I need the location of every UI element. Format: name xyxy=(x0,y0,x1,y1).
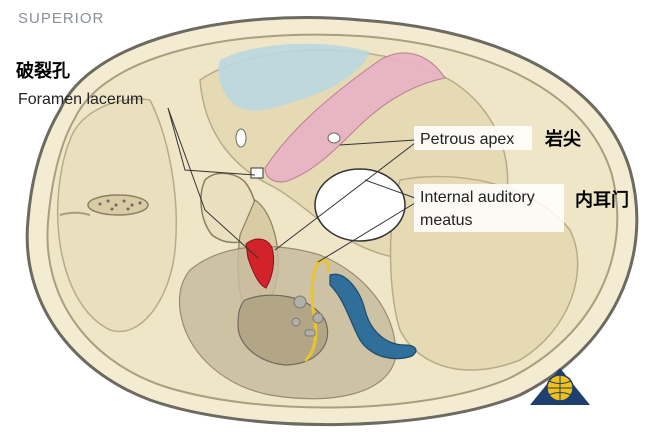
sinus-blue-region xyxy=(218,43,370,111)
leader-lines xyxy=(167,107,416,263)
foramen-small-2 xyxy=(327,132,341,144)
frontal-sinus-midline xyxy=(59,211,91,216)
label-iam-bg xyxy=(414,184,564,232)
petrous-pink-region xyxy=(264,52,446,183)
leader-iam-1 xyxy=(364,179,416,199)
label-iam-en-line2: meatus xyxy=(420,212,472,229)
globe-logo-icon xyxy=(530,368,590,405)
leader-petrous-apex-1 xyxy=(339,139,416,146)
leader-foramen-lacerum-1 xyxy=(167,107,256,176)
leader-iam-2 xyxy=(317,202,416,263)
label-iam-cn: 内耳门 xyxy=(575,189,629,211)
temporal-bone-structures xyxy=(291,295,324,337)
leader-foramen-lacerum-2 xyxy=(167,107,259,259)
cribriform-plate xyxy=(87,194,149,216)
sigmoid-sinus xyxy=(329,273,417,360)
label-petrous-apex-cn: 岩尖 xyxy=(544,128,581,150)
foramen-lacerum-red xyxy=(245,238,275,289)
label-foramen-lacerum-cn: 破裂孔 xyxy=(16,60,70,82)
foramen-lacerum-box xyxy=(250,167,264,179)
leader-petrous-apex-2 xyxy=(274,142,416,251)
label-petrous-apex-bg xyxy=(414,126,532,150)
foramen-small-1 xyxy=(235,128,247,148)
orientation-label: SUPERIOR xyxy=(18,10,104,27)
cribriform-foramina xyxy=(98,199,142,211)
label-petrous-apex-en: Petrous apex xyxy=(420,131,514,148)
internal-auditory-meatus-marker xyxy=(314,168,406,242)
label-foramen-lacerum-en: Foramen lacerum xyxy=(18,91,143,108)
label-iam-en-line1: Internal auditory xyxy=(420,189,535,206)
